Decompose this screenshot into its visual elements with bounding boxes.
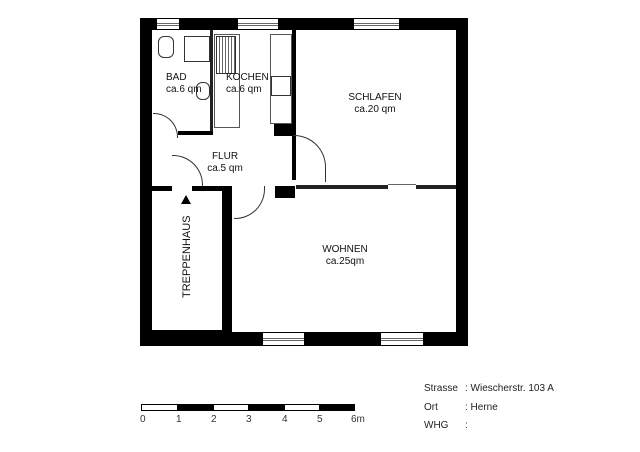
door-treppenhaus-arc xyxy=(172,155,203,186)
window-kochen xyxy=(238,19,278,29)
wall-bad-bottom xyxy=(178,131,213,135)
outer-wall-top xyxy=(140,18,468,30)
wall-kochen-schlafen xyxy=(292,30,296,180)
wall-pillar xyxy=(275,186,295,198)
window-schlafen xyxy=(354,19,399,29)
info-value-whg: : xyxy=(465,420,468,431)
scale-segment xyxy=(248,404,285,411)
wall-bad-kochen xyxy=(210,30,213,134)
wall-treppenhaus-bottom xyxy=(152,330,232,334)
scale-tick: 5 xyxy=(317,414,323,425)
scale-tick: 3 xyxy=(246,414,252,425)
room-label-kochen: KOCHEN ca.6 qm xyxy=(226,72,269,95)
room-label-bad: BAD ca.6 qm xyxy=(166,72,202,95)
scale-segment xyxy=(141,404,178,411)
outer-wall-right xyxy=(456,18,468,346)
room-label-schlafen: SCHLAFEN ca.20 qm xyxy=(348,92,402,115)
info-value-ort: : Herne xyxy=(465,402,498,413)
scale-segment xyxy=(284,404,320,411)
outer-wall-left xyxy=(140,18,152,346)
door-bad-arc xyxy=(153,113,178,138)
info-value-strasse: : Wiescherstr. 103 A xyxy=(465,383,554,394)
wall-treppenhaus-wohnen xyxy=(222,191,232,333)
door-schlafen-arc xyxy=(293,135,326,182)
wall-flur-bottom-left xyxy=(152,186,172,191)
info-key-ort: Ort xyxy=(424,402,438,413)
wall-schlafen-bottom xyxy=(296,185,456,189)
scale-tick: 4 xyxy=(282,414,288,425)
scale-segment xyxy=(213,404,249,411)
toilet-icon xyxy=(158,36,174,58)
info-key-whg: WHG xyxy=(424,420,449,431)
stair-arrow-icon xyxy=(181,195,191,204)
kitchen-sink-icon xyxy=(216,36,236,74)
wall-kochen-bottom-stub xyxy=(274,124,296,136)
door-wohnen-arc xyxy=(234,186,265,219)
scale-tick: 6m xyxy=(351,414,365,425)
window-wohnen-2 xyxy=(381,333,423,345)
stove-icon xyxy=(271,76,291,96)
counter-left xyxy=(214,34,240,128)
scale-tick: 1 xyxy=(176,414,182,425)
wall-flur-bottom-mid xyxy=(192,186,232,191)
room-label-treppenhaus: TREPPENHAUS xyxy=(181,215,193,298)
scale-tick: 2 xyxy=(211,414,217,425)
door-gap-schlafen-bottom xyxy=(388,184,416,190)
window-wohnen-1 xyxy=(263,333,304,345)
scale-segment xyxy=(177,404,214,411)
shower-icon xyxy=(184,36,210,62)
room-label-wohnen: WOHNEN ca.25qm xyxy=(322,244,368,267)
room-label-flur: FLUR ca.5 qm xyxy=(207,151,243,174)
sink-icon xyxy=(196,82,210,100)
info-key-strasse: Strasse xyxy=(424,383,458,394)
window-bad xyxy=(157,19,179,29)
scale-tick: 0 xyxy=(140,414,146,425)
counter-right xyxy=(270,34,292,124)
scale-segment xyxy=(319,404,355,411)
